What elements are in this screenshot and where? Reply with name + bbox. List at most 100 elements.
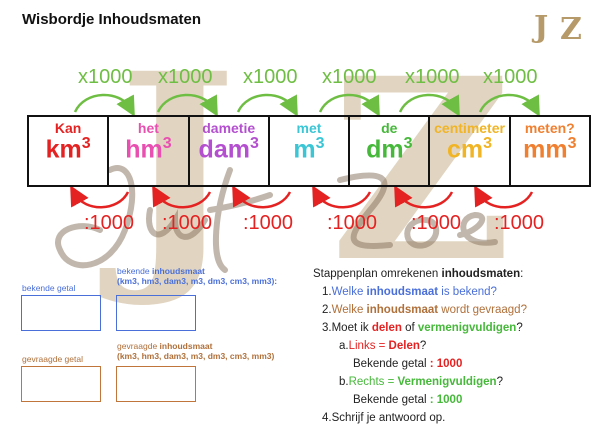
step-3: 3.Moet ik delen of vermenigvuldigen? [313, 319, 527, 337]
known-number-label: bekende getal [22, 283, 76, 293]
multiply-label: x1000 [483, 66, 538, 88]
step-3b-known: Bekende getal : 1000 [313, 391, 527, 409]
asked-unit-label: gevraagde inhoudsmaat (km3, hm3, dam3, m… [117, 341, 307, 361]
unit-mnemonic-word: centimeter [434, 120, 505, 136]
heading-prefix: Stappenplan omrekenen [313, 268, 442, 280]
heading-suffix: : [520, 268, 524, 280]
asked-units-list: (km3, hm3, dam3, m3, dm3, cm3, mm3) [117, 351, 275, 361]
unit-symbol: dm3 [350, 135, 428, 164]
step-number: 3. [322, 322, 332, 334]
step-2: 2.Welke inhoudsmaat wordt gevraagd? [313, 301, 527, 319]
logo-letter-j: J [534, 10, 549, 45]
divide-label: :1000 [162, 212, 213, 234]
step-text: Moet ik [331, 322, 372, 334]
step-bold: inhoudsmaat [366, 304, 439, 316]
unit-exponent: 3 [567, 135, 577, 152]
asked-unit-prefix: gevraagde [117, 341, 160, 351]
step-text: ? [496, 376, 503, 388]
multiply-label: x1000 [78, 66, 133, 88]
unit-exponent: 3 [162, 135, 172, 152]
known-unit-prefix: bekende [117, 266, 152, 276]
step-value: : 1000 [429, 358, 463, 370]
unit-base: dam [198, 135, 250, 164]
arrow-multiply-4 [318, 93, 380, 117]
known-unit-label: bekende inhoudsmaat (km3, hm3, dam3, m3,… [117, 266, 307, 286]
divide-label: :1000 [84, 212, 135, 234]
step-number: b. [339, 376, 349, 388]
multiply-label: x1000 [243, 66, 298, 88]
brand-logo: J Z [532, 10, 586, 47]
step-plan: Stappenplan omrekenen inhoudsmaten: 1.We… [313, 265, 527, 424]
step-text: Welke [331, 304, 367, 316]
unit-mnemonic-word: met [296, 120, 322, 136]
arrow-multiply-1 [73, 93, 135, 117]
unit-base: m [293, 135, 316, 164]
unit-base: mm [523, 135, 568, 164]
arrow-divide-4 [312, 185, 372, 209]
step-3b: b.Rechts = Vermenigvuldigen? [313, 373, 527, 391]
step-number: a. [339, 340, 349, 352]
step-text: Links = [348, 340, 389, 352]
step-text: ? [516, 322, 523, 334]
unit-mnemonic-word: het [137, 120, 159, 136]
arrow-multiply-6 [478, 93, 540, 117]
multiply-label: x1000 [158, 66, 213, 88]
step-text: Welke [331, 286, 367, 298]
known-unit-box[interactable] [116, 295, 196, 331]
step-text: Rechts = [348, 376, 398, 388]
known-unit-bold: inhoudsmaat [151, 266, 205, 276]
unit-base: cm [447, 135, 484, 164]
step-bold: inhoudsmaat [366, 286, 439, 298]
known-number-box[interactable] [21, 295, 101, 331]
divide-label: :1000 [494, 212, 545, 234]
multiply-label: x1000 [405, 66, 460, 88]
step-text: Schrijf je antwoord op. [331, 412, 446, 424]
asked-unit-box[interactable] [116, 366, 196, 402]
page-title: Wisbordje Inhoudsmaten [22, 11, 202, 28]
asked-number-label: gevraagde getal [22, 354, 83, 364]
step-text: Bekende getal [353, 394, 430, 406]
step-number: 2. [322, 304, 332, 316]
step-plan-heading: Stappenplan omrekenen inhoudsmaten: [313, 265, 527, 283]
asked-number-box[interactable] [21, 366, 101, 402]
unit-mnemonic-word: Kan [54, 120, 82, 136]
unit-symbol: hm3 [109, 135, 187, 164]
unit-exponent: 3 [403, 135, 413, 152]
step-3a: a.Links = Delen? [313, 337, 527, 355]
unit-mnemonic-word: dametie [202, 120, 256, 136]
unit-exponent: 3 [483, 135, 493, 152]
step-3a-known: Bekende getal : 1000 [313, 355, 527, 373]
unit-symbol: km3 [29, 135, 107, 164]
step-bold: Delen [388, 340, 420, 352]
unit-exponent: 3 [81, 135, 91, 152]
step-text: ? [419, 340, 427, 352]
unit-exponent: 3 [315, 135, 325, 152]
unit-exponent: 3 [249, 135, 259, 152]
divide-label: :1000 [411, 212, 462, 234]
unit-mnemonic-word: de [381, 120, 398, 136]
step-4: 4.Schrijf je antwoord op. [313, 409, 527, 424]
arrow-divide-6 [474, 185, 534, 209]
unit-symbol: mm3 [511, 135, 589, 164]
unit-cell: meten?mm3 [511, 117, 589, 185]
step-text: wordt gevraagd? [438, 304, 527, 316]
arrow-divide-2 [152, 185, 212, 209]
unit-base: dm [366, 135, 404, 164]
unit-symbol: cm3 [430, 135, 508, 164]
step-text: Bekende getal [353, 358, 430, 370]
arrow-multiply-5 [398, 93, 460, 117]
step-text: is bekend? [438, 286, 497, 298]
arrow-divide-3 [232, 185, 292, 209]
arrow-multiply-3 [236, 93, 298, 117]
step-number: 4. [322, 412, 332, 424]
heading-bold: inhoudsmaten [441, 268, 521, 280]
step-value: : 1000 [429, 394, 463, 406]
unit-base: hm [125, 135, 163, 164]
step-delen: delen [371, 322, 402, 334]
known-units-list: (km3, hm3, dam3, m3, dm3, cm3, mm3): [117, 276, 278, 286]
